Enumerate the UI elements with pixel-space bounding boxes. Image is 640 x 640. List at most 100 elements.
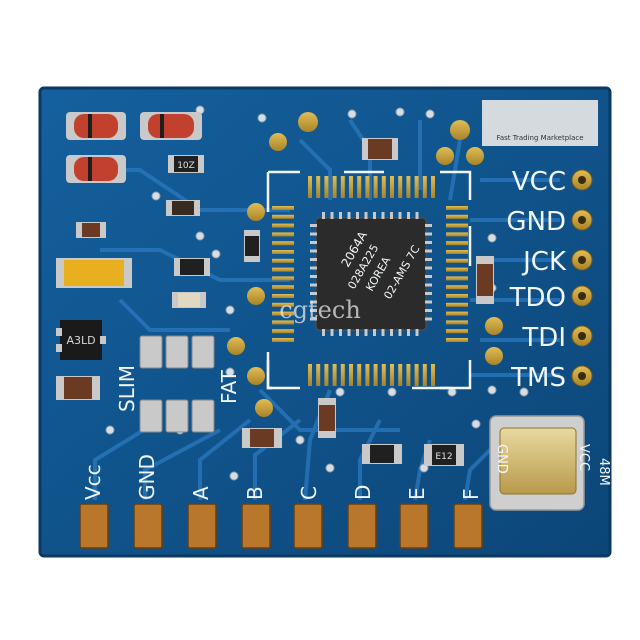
chip-leg	[310, 241, 317, 244]
chip-leg	[310, 283, 317, 287]
footprint-pad	[272, 250, 294, 254]
footprint-pad	[406, 364, 411, 386]
pad-label-vcc: Vcc	[81, 464, 105, 500]
pin-label-tdo: TDO	[509, 283, 566, 313]
chip-leg	[425, 283, 432, 287]
chip-outline	[266, 170, 472, 390]
pad-label-b: B	[243, 486, 267, 500]
footprint-pad	[446, 223, 468, 228]
chip-leg	[310, 258, 317, 261]
chip-leg	[407, 329, 410, 336]
pin-labels: VCC GND JCK TDO TDI TMS	[506, 167, 567, 393]
footprint-pad	[272, 214, 294, 219]
footprint-pad	[272, 285, 294, 290]
resistor-10z-label: 10Z	[177, 161, 195, 171]
chip-pins	[272, 176, 468, 386]
slim-label: SLIM	[115, 365, 139, 412]
chip-leg	[347, 212, 351, 219]
chip-leg	[425, 317, 432, 321]
overlay-watermark: cgtech	[279, 296, 361, 324]
chip-leg	[330, 212, 334, 219]
watermark-box-text: Fast Trading Marketplace	[496, 134, 583, 142]
footprint-pad	[446, 258, 468, 263]
chip-leg	[310, 292, 317, 295]
bottom-pads	[79, 503, 483, 549]
footprint-pad	[272, 258, 294, 263]
pin-label-tms: TMS	[510, 363, 566, 393]
footprint-pad	[340, 176, 345, 198]
chip-leg	[310, 309, 317, 312]
gold-vias	[227, 112, 503, 417]
footprint-pad	[340, 364, 345, 386]
footprint-pad	[357, 176, 362, 198]
chip-leg	[356, 329, 359, 336]
chip-leg	[381, 212, 385, 219]
footprint-pad	[398, 364, 403, 386]
bottom-pad-labels: Vcc GND A B C D E F	[81, 454, 483, 500]
footprint-pad	[373, 364, 378, 386]
chip-leg	[425, 249, 432, 253]
footprint-pad	[381, 364, 386, 386]
chip-leg	[407, 212, 410, 219]
main-chip: 2064A 028A225 KOREA 02-AMS 7C	[310, 212, 432, 336]
footprint-pad	[324, 364, 329, 386]
fat-label: FAT	[217, 369, 241, 404]
chip-leg	[322, 329, 325, 336]
footprint-pad	[332, 364, 337, 386]
pin-label-jck: JCK	[521, 247, 567, 277]
footprint-pad	[316, 364, 321, 386]
footprint-pad	[446, 276, 468, 281]
chip-leg	[415, 329, 419, 336]
pad-label-f: F	[459, 488, 483, 500]
footprint-pad	[272, 267, 294, 272]
footprint-pad	[390, 364, 394, 386]
pad-label-e: E	[405, 487, 429, 500]
jumper-pads	[139, 335, 215, 433]
chip-leg	[425, 309, 432, 312]
chip-leg	[425, 258, 432, 261]
resistor-e12-label: E12	[435, 452, 452, 462]
chip-leg	[425, 241, 432, 244]
footprint-pad	[272, 206, 294, 210]
chip-leg	[425, 232, 432, 236]
chip-leg	[347, 329, 351, 336]
footprint-pad	[272, 320, 294, 325]
chip-leg	[398, 329, 402, 336]
pad-label-c: C	[297, 486, 321, 500]
footprint-pad	[446, 311, 468, 316]
footprint-pad	[446, 285, 468, 290]
footprint-pad	[422, 364, 427, 386]
chip-leg	[425, 224, 432, 227]
footprint-pad	[446, 302, 468, 307]
chip-leg	[425, 300, 432, 304]
footprint-pad	[414, 176, 419, 198]
footprint-pad	[272, 241, 294, 246]
chip-leg	[364, 329, 368, 336]
footprint-pad	[398, 176, 403, 198]
crystal-gnd-label: GND	[494, 444, 509, 474]
diodes	[66, 112, 202, 183]
pin-label-gnd: GND	[506, 207, 566, 237]
footprint-pad	[446, 338, 468, 342]
footprint-pad	[446, 206, 468, 210]
chip-leg	[310, 300, 317, 304]
footprint-pad	[308, 364, 312, 386]
pin-label-tdi: TDI	[521, 323, 566, 353]
chip-leg	[415, 212, 419, 219]
footprint-pad	[446, 214, 468, 219]
chip-leg	[425, 275, 432, 278]
footprint-pad	[357, 364, 362, 386]
chip-leg	[356, 212, 359, 219]
chip-leg	[310, 266, 317, 270]
watermark-box: Fast Trading Marketplace	[482, 100, 598, 146]
chip-leg	[390, 212, 393, 219]
footprint-pad	[316, 176, 321, 198]
footprint-pad	[272, 294, 294, 298]
chip-leg	[425, 292, 432, 295]
footprint-pad	[272, 276, 294, 281]
footprint-pad	[431, 364, 435, 386]
pad-label-a: A	[189, 486, 213, 500]
footprint-pad	[446, 250, 468, 254]
pad-label-d: D	[351, 485, 375, 500]
